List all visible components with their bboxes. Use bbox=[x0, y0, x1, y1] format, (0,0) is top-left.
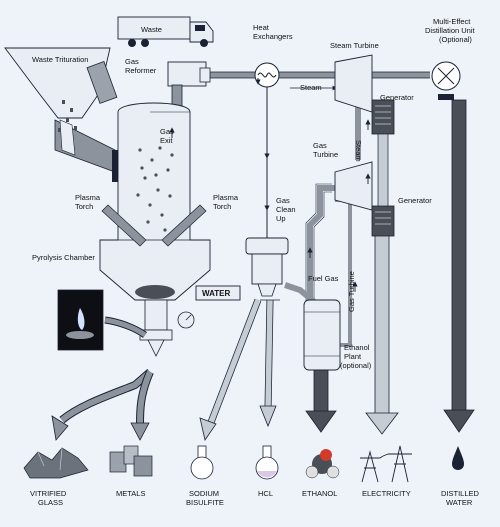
label-gas-clean-up-3: Up bbox=[276, 214, 286, 223]
metals-icon bbox=[109, 445, 153, 477]
label-water: WATER bbox=[202, 289, 231, 298]
flow-arrows bbox=[169, 78, 371, 292]
label-heat-exchangers-1: Heat bbox=[253, 23, 270, 32]
label-ethanol-plant-3: (optional) bbox=[340, 361, 372, 370]
ethanol-plant bbox=[303, 299, 341, 371]
output-distilled-water-1: DISTILLED bbox=[441, 489, 480, 498]
label-gas-reformer-1: Gas bbox=[125, 57, 139, 66]
output-sodium-1: SODIUM bbox=[189, 489, 219, 498]
heat-exchanger bbox=[254, 62, 280, 88]
output-vitrified-glass-1: VITRIFIED bbox=[30, 489, 67, 498]
output-hcl: HCL bbox=[258, 489, 273, 498]
label-ethanol-plant-2: Plant bbox=[344, 352, 362, 361]
label-waste-trituration: Waste Trituration bbox=[32, 55, 88, 64]
electricity-pylon-icon bbox=[360, 445, 412, 483]
output-sodium-2: BISULFITE bbox=[186, 498, 224, 507]
label-ethanol-plant-1: Ethanol bbox=[344, 343, 370, 352]
output-labels: VITRIFIED GLASS METALS SODIUM BISULFITE … bbox=[30, 489, 480, 507]
label-waste: Waste bbox=[141, 25, 162, 34]
output-arrows bbox=[51, 99, 475, 441]
label-pyrolysis-chamber: Pyrolysis Chamber bbox=[32, 253, 95, 262]
gas-reformer bbox=[167, 61, 211, 116]
waste-truck bbox=[117, 16, 214, 47]
vitrified-glass-icon bbox=[23, 447, 89, 479]
label-plasma-torch-left-1: Plasma bbox=[75, 193, 101, 202]
label-generator-2: Generator bbox=[398, 196, 432, 205]
water-drop-icon bbox=[452, 446, 464, 470]
label-multi-effect-1: Multi-Effect bbox=[433, 17, 471, 26]
label-gas-exit-1: Gas bbox=[160, 127, 174, 136]
label-multi-effect-2: Distillation Unit bbox=[425, 26, 476, 35]
label-steam-v: Steam bbox=[354, 140, 363, 162]
label-gas-exit-2: Exit bbox=[160, 136, 173, 145]
multi-effect-distillation-unit bbox=[431, 61, 461, 100]
label-plasma-torch-left-2: Torch bbox=[75, 202, 93, 211]
gas-turbine bbox=[334, 161, 373, 211]
label-fuel-gas: Fuel Gas bbox=[308, 274, 339, 283]
output-electricity: ELECTRICITY bbox=[362, 489, 411, 498]
label-heat-exchangers-2: Exchangers bbox=[253, 32, 293, 41]
label-gas-turbine-top-2: Turbine bbox=[313, 150, 338, 159]
labels: Waste Waste Trituration Gas Reformer Hea… bbox=[32, 17, 476, 370]
waste-trituration-hopper bbox=[4, 47, 120, 182]
label-plasma-torch-right-2: Torch bbox=[213, 202, 231, 211]
output-icons bbox=[23, 445, 464, 483]
steam-turbine bbox=[334, 54, 373, 113]
plasma-flame-picture bbox=[57, 289, 148, 351]
gas-clean-up-unit bbox=[245, 237, 289, 301]
output-metals: METALS bbox=[116, 489, 145, 498]
output-distilled-water-2: WATER bbox=[446, 498, 473, 507]
label-steam-turbine: Steam Turbine bbox=[330, 41, 379, 50]
ethanol-molecule-icon bbox=[305, 449, 340, 479]
sodium-bisulfite-flask-icon bbox=[190, 445, 214, 480]
output-ethanol: ETHANOL bbox=[302, 489, 337, 498]
label-multi-effect-3: (Optional) bbox=[439, 35, 472, 44]
label-gas-clean-up-1: Gas bbox=[276, 196, 290, 205]
label-generator-1: Generator bbox=[380, 93, 414, 102]
label-plasma-torch-right-1: Plasma bbox=[213, 193, 239, 202]
label-steam-h: Steam bbox=[300, 83, 322, 92]
label-gas-turbine-side: Gas Turbine bbox=[347, 271, 356, 312]
label-gas-reformer-2: Reformer bbox=[125, 66, 157, 75]
label-gas-clean-up-2: Clean bbox=[276, 205, 296, 214]
generators bbox=[371, 99, 395, 237]
hcl-flask-icon bbox=[255, 445, 279, 480]
label-gas-turbine-top-1: Gas bbox=[313, 141, 327, 150]
output-vitrified-glass-2: GLASS bbox=[38, 498, 63, 507]
pyrolysis-chamber bbox=[99, 102, 241, 357]
